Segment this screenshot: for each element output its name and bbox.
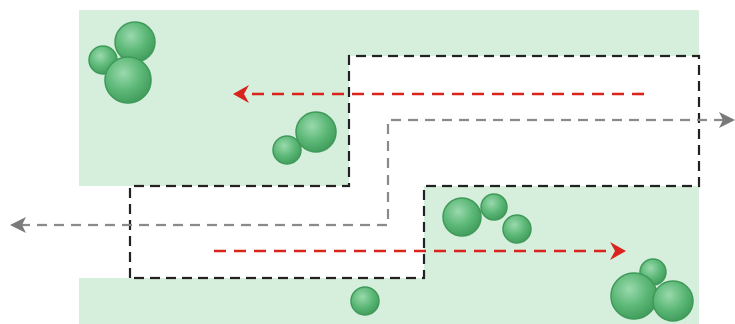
lane-left-exit [0, 186, 130, 278]
tree-canopy-icon [351, 287, 379, 315]
